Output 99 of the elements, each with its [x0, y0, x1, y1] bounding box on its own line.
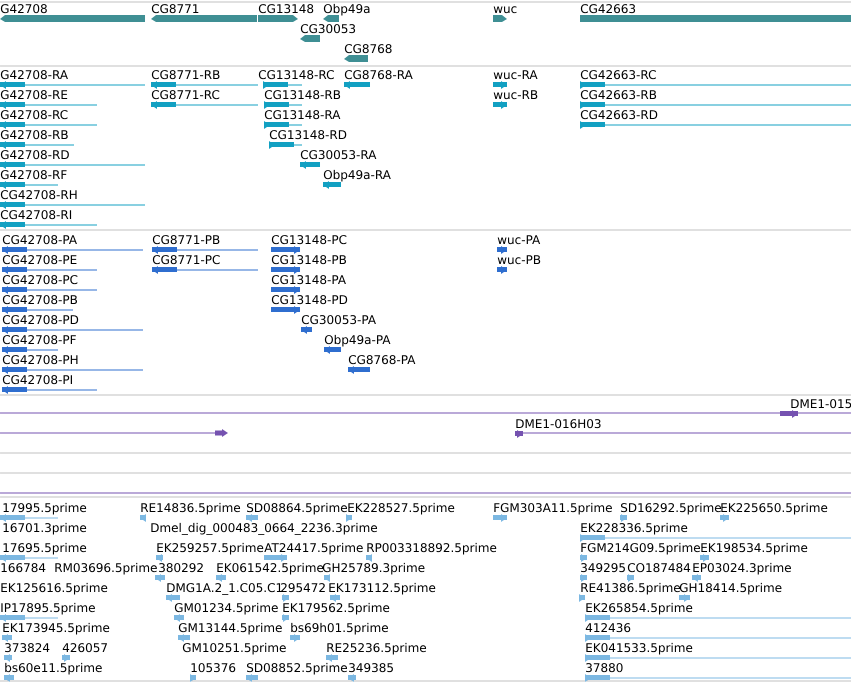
feature-label: Obp49a-PA — [324, 334, 390, 346]
feature-label: 166784 — [2, 563, 46, 572]
feature-label: CG42708-PI — [2, 375, 72, 384]
feature-label: DME1-015 — [791, 399, 851, 408]
feature-label: SD16292.5prime — [621, 502, 721, 514]
feature-label: EK125616.5prime — [1, 582, 108, 594]
feature-label: CG13148-PB — [272, 255, 346, 264]
feature-label: CG13148-RD — [270, 130, 346, 140]
feature-label: CG42708-PD — [2, 315, 78, 324]
feature-label: RE25236.5prime — [327, 642, 426, 654]
feature-label: 373824 — [5, 643, 50, 652]
feature-label: 105376 — [192, 663, 236, 672]
feature-label: EK265854.5prime — [586, 602, 692, 614]
feature-label: CG42663-RB — [580, 90, 656, 100]
feature-label: wuc-PB — [498, 255, 540, 264]
feature-label: CG8771-PC — [152, 255, 220, 264]
feature-label: bs60e11.5prime — [5, 662, 102, 674]
feature-label: 412436 — [586, 623, 630, 632]
feature-label: CG30053-RA — [300, 150, 376, 160]
feature-label: G42708-RD — [0, 150, 69, 160]
feature-label: CG42708-PC — [2, 275, 78, 284]
feature-label: EK173112.5prime — [329, 582, 436, 594]
feature-label: RM03696.5prime — [55, 562, 157, 574]
feature-label: CG8771-RC — [152, 90, 220, 100]
feature-label: EK198534.5prime — [701, 542, 808, 554]
feature-label: CG13148-PC — [272, 235, 346, 244]
feature-label: 17995.5prime — [4, 502, 86, 514]
feature-label: 37880 — [586, 663, 623, 672]
feature-label: CG42708-RI — [0, 210, 72, 220]
feature-label: CG42663-RC — [580, 70, 656, 80]
feature-label: CG42708-RH — [0, 190, 77, 200]
feature-label: FGM303A11.5prime — [494, 502, 612, 514]
feature-label: 16701.3prime — [4, 522, 86, 534]
feature-label: CG42708-PF — [2, 335, 76, 344]
feature-label: GH18414.5prime — [680, 582, 782, 594]
feature-label: 349295 — [581, 563, 625, 572]
feature-label: wuc-RA — [494, 70, 538, 80]
feature-label: 349385 — [349, 663, 393, 672]
feature-label: EK259257.5prime — [157, 542, 264, 554]
feature-label: CO187484 — [628, 563, 690, 572]
feature-label: CG8771 — [152, 4, 198, 14]
feature-label: EK173945.5prime — [3, 622, 110, 634]
feature-label: EK179562.5prime — [283, 602, 390, 614]
feature-label: SD08864.5prime — [247, 502, 347, 514]
feature-label: CG30053 — [300, 24, 356, 34]
feature-label: wuc-RB — [494, 90, 538, 100]
feature-label: Obp49a — [324, 4, 370, 16]
feature-label: EK041533.5prime — [586, 642, 692, 654]
feature-label: 295472 — [281, 583, 325, 592]
feature-label: DMG1A.2_1.C05.C1 — [167, 583, 282, 595]
feature-label: CG42708-PB — [2, 295, 77, 304]
feature-label: Obp49a-RA — [324, 170, 391, 182]
feature-label: CG42663 — [580, 4, 636, 14]
feature-label: CG13148-PA — [272, 275, 346, 284]
feature-label: G42708-RC — [0, 110, 68, 120]
feature-label: Dmel_dig_000483_0664_2236.3prime — [151, 522, 378, 535]
feature-label: bs69h01.5prime — [291, 622, 388, 634]
feature-label: EK228527.5prime — [348, 502, 454, 514]
feature-label: RP003318892.5prime — [367, 542, 496, 554]
feature-label: 426057 — [62, 643, 107, 652]
feature-label: RE14836.5prime — [141, 502, 240, 514]
feature-label: EK061542.5prime — [217, 562, 324, 574]
feature-label: wuc — [494, 6, 516, 14]
feature-label: GH25789.3prime — [322, 562, 424, 574]
feature-label: GM13144.5prime — [178, 622, 282, 634]
feature-label: CG8771-PB — [152, 235, 220, 244]
feature-label: CG13148 — [258, 4, 314, 14]
feature-label: CG8771-RB — [152, 70, 220, 80]
feature-label: CG30053-PA — [302, 315, 376, 324]
feature-label: G42708 — [0, 4, 47, 14]
feature-label: DME1-016H03 — [516, 419, 601, 428]
feature-label: CG42708-PE — [2, 255, 76, 264]
feature-label: CG13148-RC — [258, 70, 334, 80]
feature-label: CG8768 — [344, 44, 392, 54]
feature-label: 17695.5prime — [4, 542, 86, 554]
feature-label: CG42663-RD — [580, 110, 658, 120]
feature-label: CG13148-RB — [264, 90, 340, 100]
feature-label: CG8768-PA — [348, 355, 416, 364]
feature-label: CG8768-RA — [344, 70, 413, 80]
feature-label: G42708-RA — [0, 70, 68, 80]
feature-label: IP17895.5prime — [1, 602, 95, 614]
feature-label: CG42708-PA — [2, 235, 77, 244]
feature-label: FGM214G09.5prime — [581, 542, 700, 554]
feature-label: AT24417.5prime — [264, 542, 363, 554]
feature-label: GM01234.5prime — [174, 602, 278, 614]
feature-label: CG13148-PD — [272, 295, 348, 304]
feature-label: G42708-RB — [0, 130, 68, 140]
feature-label: G42708-RF — [0, 170, 67, 180]
feature-label: wuc-PA — [498, 235, 540, 244]
feature-label: RE41386.5prime — [581, 582, 680, 594]
feature-label: EK228336.5prime — [581, 522, 688, 534]
feature-label: EK225650.5prime — [721, 502, 828, 514]
feature-label: G42708-RE — [0, 90, 68, 100]
feature-label: SD08852.5prime — [247, 662, 347, 674]
feature-label: GM10251.5prime — [182, 642, 286, 654]
feature-label: 380292 — [159, 563, 203, 572]
feature-label: CG42708-PH — [2, 355, 78, 364]
feature-label: CG13148-RA — [264, 110, 340, 120]
feature-label: EP03024.3prime — [693, 562, 791, 574]
